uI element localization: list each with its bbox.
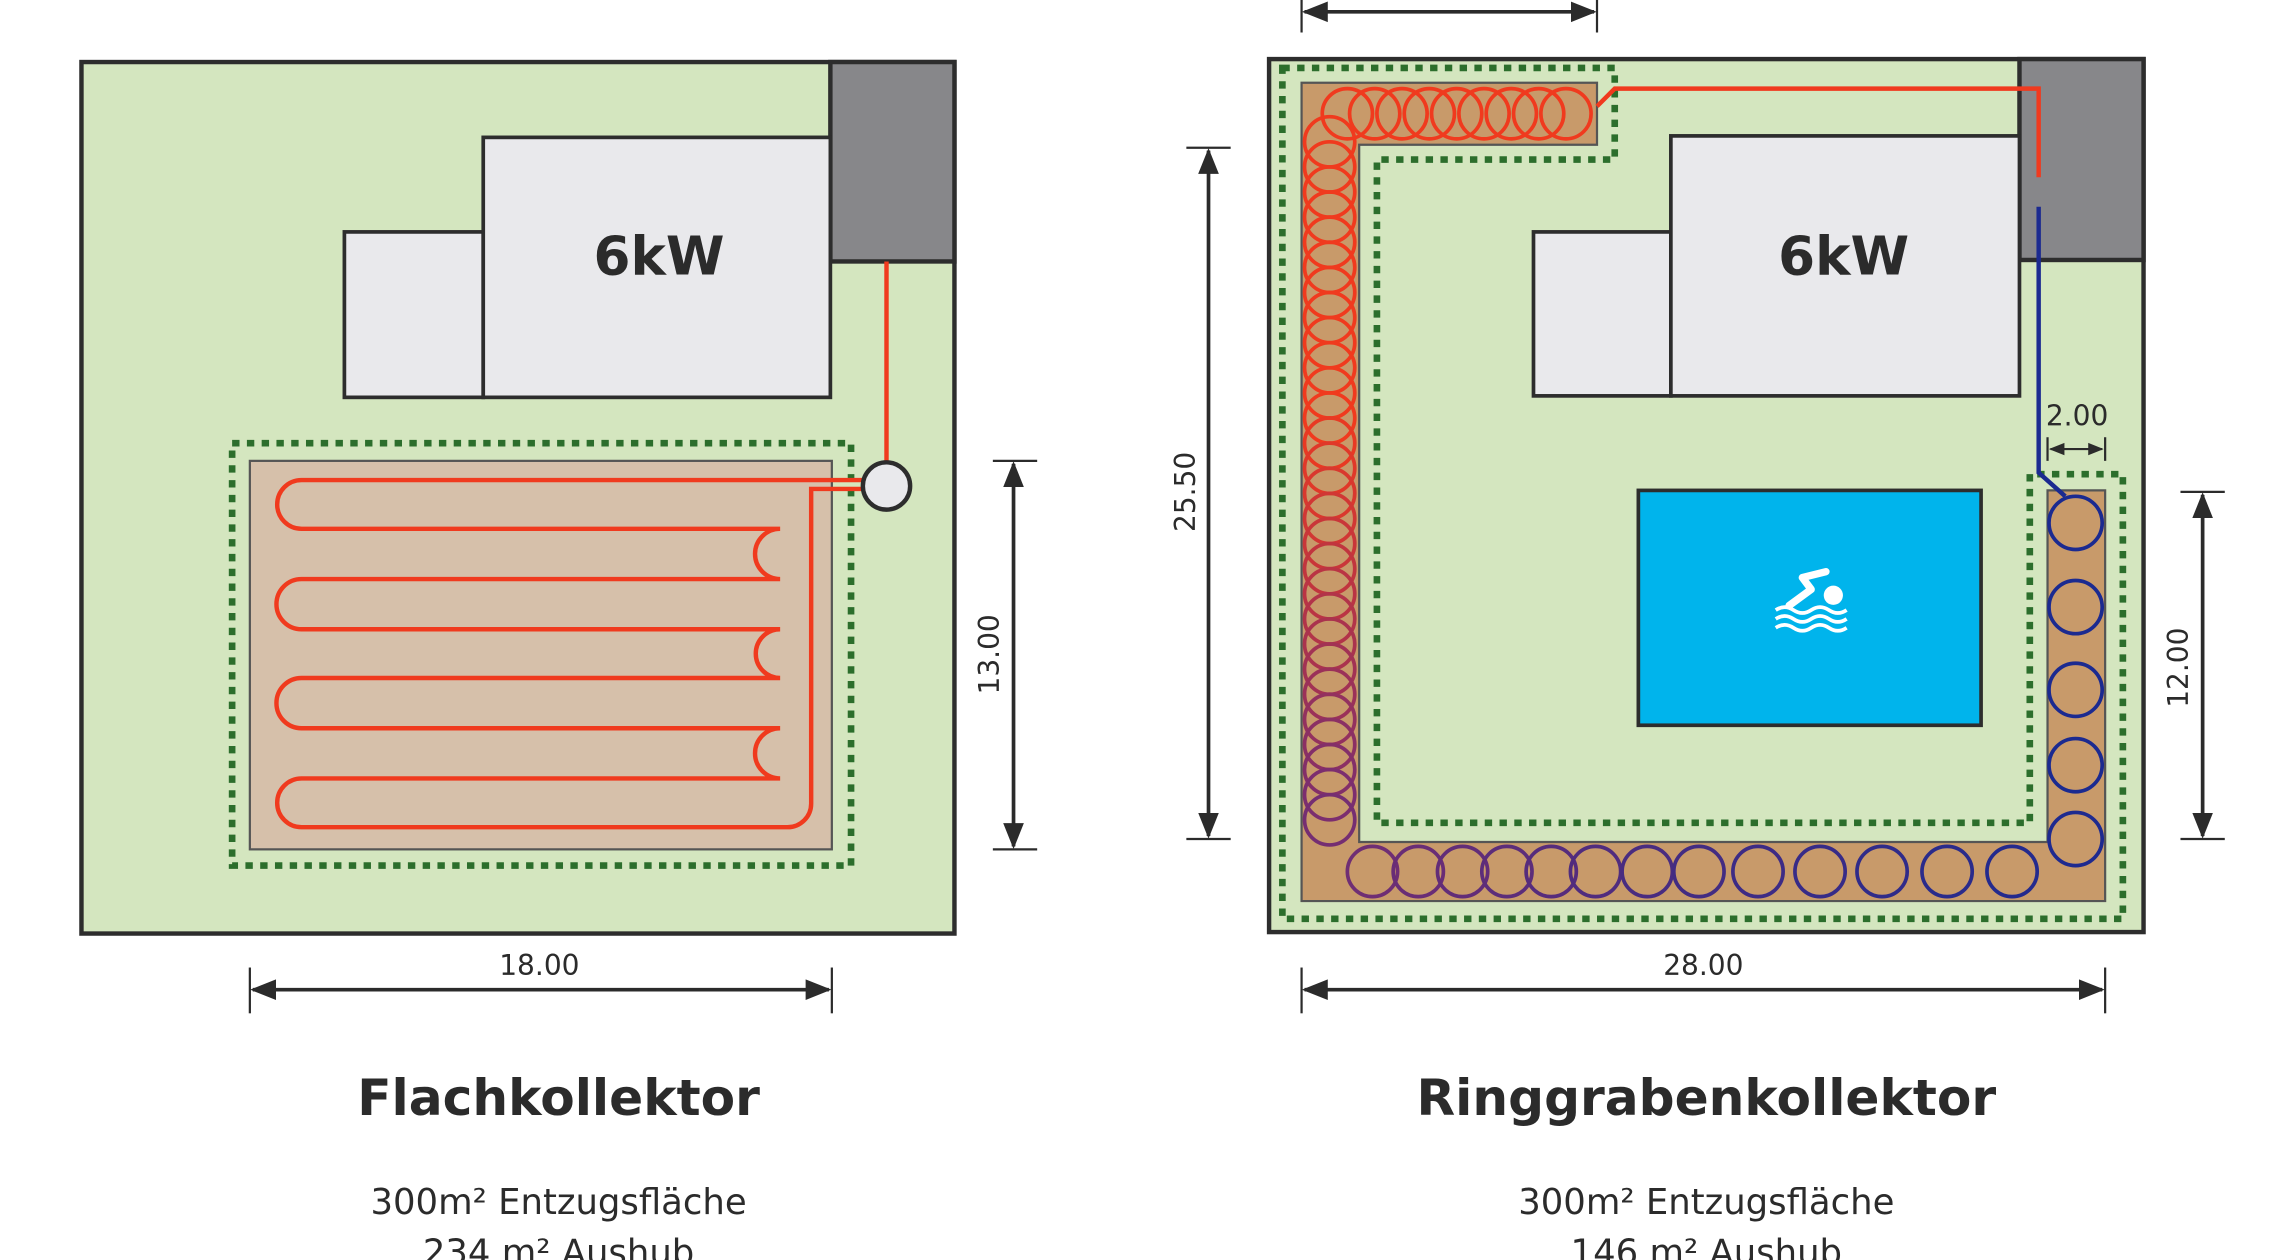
right-extraction-area: 300m² Entzugsfläche xyxy=(1518,1182,1894,1223)
coil-loop xyxy=(1524,844,1579,899)
coil-loop xyxy=(1302,767,1357,822)
coil-loop xyxy=(2047,810,2105,868)
dimension-width: 28.00 xyxy=(1300,949,2107,1014)
manifold-shaft xyxy=(860,460,913,512)
coil-loop xyxy=(1855,844,1910,899)
coil-loop xyxy=(1793,844,1848,899)
garage-block xyxy=(828,59,957,264)
swimmer-icon xyxy=(1774,567,1848,633)
coil-loop xyxy=(1484,86,1539,141)
return-pipe xyxy=(2036,206,2067,498)
house-power-label: 6kW xyxy=(1778,226,1909,288)
coil-loop xyxy=(1347,86,1402,141)
right-title: Ringgrabenkollektor xyxy=(1416,1068,1996,1127)
dim-width-label: 28.00 xyxy=(1663,949,1743,982)
swimming-pool xyxy=(1636,488,1983,728)
collector-field xyxy=(248,459,833,851)
dimension-right-height: 12.00 xyxy=(2162,490,2225,841)
left-extraction-area: 300m² Entzugsfläche xyxy=(370,1182,746,1223)
coil-loop xyxy=(1985,844,2040,899)
left-title: Flachkollektor xyxy=(357,1068,760,1127)
dim-trench-label: 2.00 xyxy=(2046,399,2108,432)
coil-loop xyxy=(1391,844,1446,899)
collector-pipe-serpentine xyxy=(274,477,863,830)
left-excavation: 234 m² Aushub xyxy=(423,1232,694,1260)
coil-loop xyxy=(2047,494,2105,552)
coil-loop xyxy=(1429,86,1484,141)
dimension-height: 13.00 xyxy=(973,459,1038,851)
house-main xyxy=(481,135,833,400)
dimension-width: 18.00 xyxy=(248,949,833,1014)
coil-loop xyxy=(1435,844,1490,899)
coil-loop xyxy=(1375,86,1429,141)
dimension-top xyxy=(1300,0,1599,33)
coil-loop xyxy=(1457,86,1511,141)
house-annex xyxy=(1531,230,1673,398)
coil-loop xyxy=(1731,844,1785,899)
dimension-left-height: 25.50 xyxy=(1169,146,1231,841)
right-excavation: 146 m² Aushub xyxy=(1571,1232,1842,1260)
supply-pipe xyxy=(1595,86,2041,178)
coil-loop xyxy=(2047,578,2105,636)
coil-loop xyxy=(1511,86,1566,141)
dim-right-height-label: 12.00 xyxy=(2162,628,2195,708)
trench-boundary-dotted xyxy=(228,439,855,869)
coil-loop xyxy=(1920,844,1975,899)
coil-loop xyxy=(1302,792,1357,847)
coil-loop xyxy=(1320,86,1375,141)
coil-loop xyxy=(2047,661,2105,719)
flat-collector-plan: 6kW 13.00 18.00 Flachkollektor 300m² Ent… xyxy=(79,59,1038,1260)
ring-trench-collector-plan: 6kW 25.50 12.00 xyxy=(1169,0,2225,1260)
coil-loop xyxy=(1539,86,1593,141)
coil-loop xyxy=(1671,844,1726,899)
coil-loop xyxy=(1402,86,1457,141)
house-power-label: 6kW xyxy=(594,226,725,288)
slinky-coil-pipes xyxy=(1302,86,2105,899)
dim-left-height-label: 25.50 xyxy=(1169,452,1202,532)
house-annex xyxy=(342,230,486,400)
coil-loop xyxy=(1479,844,1534,899)
dimension-trench-width: 2.00 xyxy=(2046,399,2108,461)
coil-loop xyxy=(2047,736,2105,794)
dim-height-label: 13.00 xyxy=(973,614,1006,694)
dim-width-label: 18.00 xyxy=(499,949,579,982)
coil-loop xyxy=(1345,844,1400,899)
house-main xyxy=(1669,134,2022,398)
